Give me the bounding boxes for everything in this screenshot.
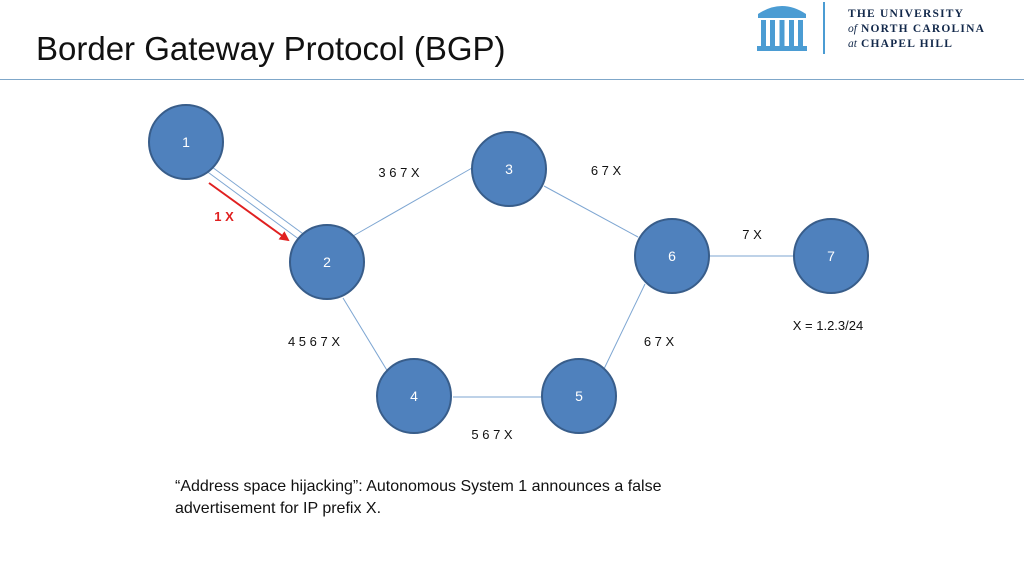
edge-1-2 xyxy=(204,169,301,241)
path-label-as5-side: 6 7 X xyxy=(644,334,675,349)
edges xyxy=(204,166,793,398)
hijack-arrow xyxy=(208,182,290,242)
slide-caption: “Address space hijacking”: Autonomous Sy… xyxy=(175,478,662,517)
path-label-as3: 3 6 7 X xyxy=(378,165,420,180)
node-label-1: 1 xyxy=(182,134,190,150)
logo-line-2: of NORTH CAROLINA xyxy=(848,22,985,37)
edge-1-2-parallel xyxy=(211,166,307,237)
path-label-as6: 6 7 X xyxy=(591,163,622,178)
title-divider xyxy=(0,79,1024,80)
hijack-label: 1 X xyxy=(214,209,234,224)
node-label-5: 5 xyxy=(575,388,583,404)
node-as-4: 4 xyxy=(376,358,452,434)
path-label-as5: 5 6 7 X xyxy=(471,427,513,442)
node-label-6: 6 xyxy=(668,248,676,264)
logo-of: of xyxy=(848,23,857,35)
university-logo xyxy=(752,0,1024,60)
slide-title: Border Gateway Protocol (BGP) xyxy=(36,30,506,67)
logo-city: CHAPEL HILL xyxy=(861,38,954,50)
logo-divider xyxy=(823,2,825,54)
logo-line-3: at CHAPEL HILL xyxy=(848,37,985,52)
node-as-7: 7 xyxy=(793,218,869,294)
edge-5-6 xyxy=(602,283,646,372)
path-label-as4: 4 5 6 7 X xyxy=(288,334,340,349)
logo-line-1: THE UNIVERSITY xyxy=(848,8,965,20)
node-as-5: 5 xyxy=(541,358,617,434)
node-as-1: 1 xyxy=(148,104,224,180)
logo-at: at xyxy=(848,38,857,50)
node-label-3: 3 xyxy=(505,161,513,177)
prefix-definition: X = 1.2.3/24 xyxy=(793,318,863,333)
edge-2-4 xyxy=(342,297,389,373)
node-label-4: 4 xyxy=(410,388,418,404)
edge-2-3 xyxy=(352,167,473,237)
logo-state: NORTH CAROLINA xyxy=(861,23,986,35)
node-as-3: 3 xyxy=(471,131,547,207)
node-as-2: 2 xyxy=(289,224,365,300)
path-label-as7: 7 X xyxy=(742,227,762,242)
old-well-icon xyxy=(757,6,807,51)
node-as-6: 6 xyxy=(634,218,710,294)
edge-3-6 xyxy=(543,185,639,238)
node-label-2: 2 xyxy=(323,254,331,270)
node-label-7: 7 xyxy=(827,248,835,264)
logo-wordmark: THE UNIVERSITY of NORTH CAROLINA at CHAP… xyxy=(848,7,985,52)
